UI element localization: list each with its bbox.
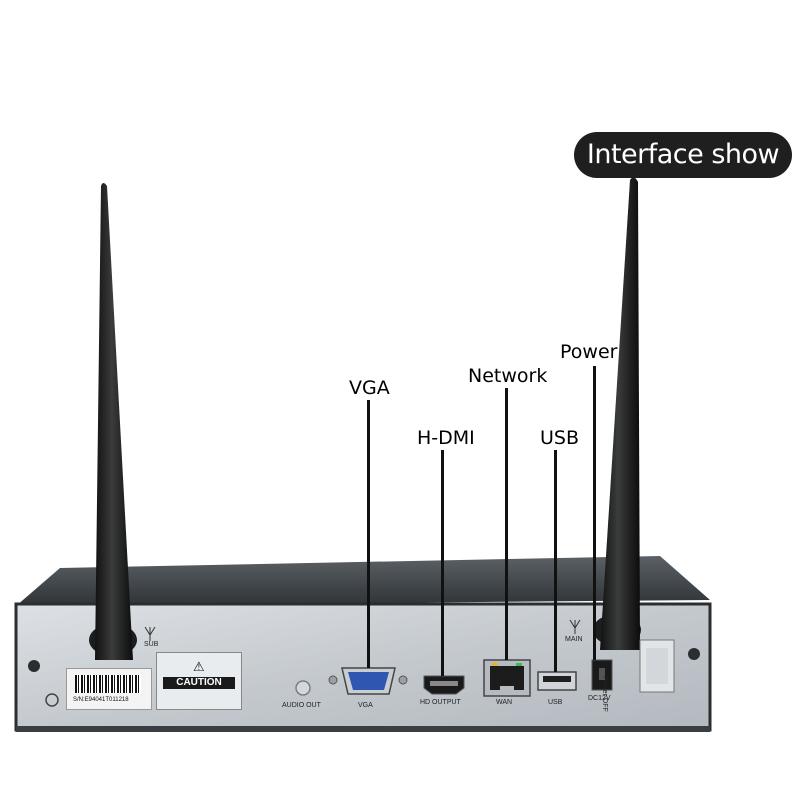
main-antenna-label: MAIN bbox=[565, 636, 583, 643]
screw-right bbox=[688, 648, 700, 660]
warning-triangle-icon: ⚠ bbox=[193, 659, 205, 674]
ground-terminal bbox=[45, 693, 59, 707]
hd-output-label: HD OUTPUT bbox=[420, 699, 461, 706]
power-callout: Power bbox=[560, 341, 618, 363]
usb-callout: USB bbox=[540, 427, 580, 449]
wan-label: WAN bbox=[496, 699, 513, 706]
hdmi-leader-line bbox=[441, 450, 444, 676]
interface-show-banner: Interface show bbox=[574, 132, 792, 178]
chassis-top bbox=[16, 556, 710, 606]
caution-heading: CAUTION bbox=[163, 677, 235, 689]
antenna-right bbox=[600, 177, 640, 650]
vga-callout: VGA bbox=[349, 377, 390, 399]
usb-leader-line bbox=[554, 450, 557, 672]
network-callout: Network bbox=[468, 365, 548, 387]
caution-label: ⚠ CAUTION bbox=[156, 652, 242, 710]
vga-panel-label: VGA bbox=[358, 702, 373, 709]
power-off-label: Power OFF bbox=[601, 676, 608, 712]
network-leader-line bbox=[505, 388, 508, 660]
serial-number-sticker: S/N:E94041T011218 bbox=[66, 668, 152, 710]
audio-out-label: AUDIO OUT bbox=[282, 702, 321, 709]
serial-number-text: S/N:E94041T011218 bbox=[73, 697, 129, 703]
vga-leader-line bbox=[367, 400, 370, 668]
hdmi-callout: H-DMI bbox=[417, 427, 475, 449]
screw-left bbox=[28, 660, 40, 672]
usb-panel-label: USB bbox=[548, 699, 563, 706]
antenna-left bbox=[95, 183, 133, 660]
power-leader-line bbox=[593, 366, 596, 660]
barcode bbox=[75, 675, 141, 693]
sub-antenna-label: SUB bbox=[144, 641, 159, 648]
dc12v-label: DC12V bbox=[588, 695, 611, 702]
audio-out-jack bbox=[295, 680, 311, 696]
